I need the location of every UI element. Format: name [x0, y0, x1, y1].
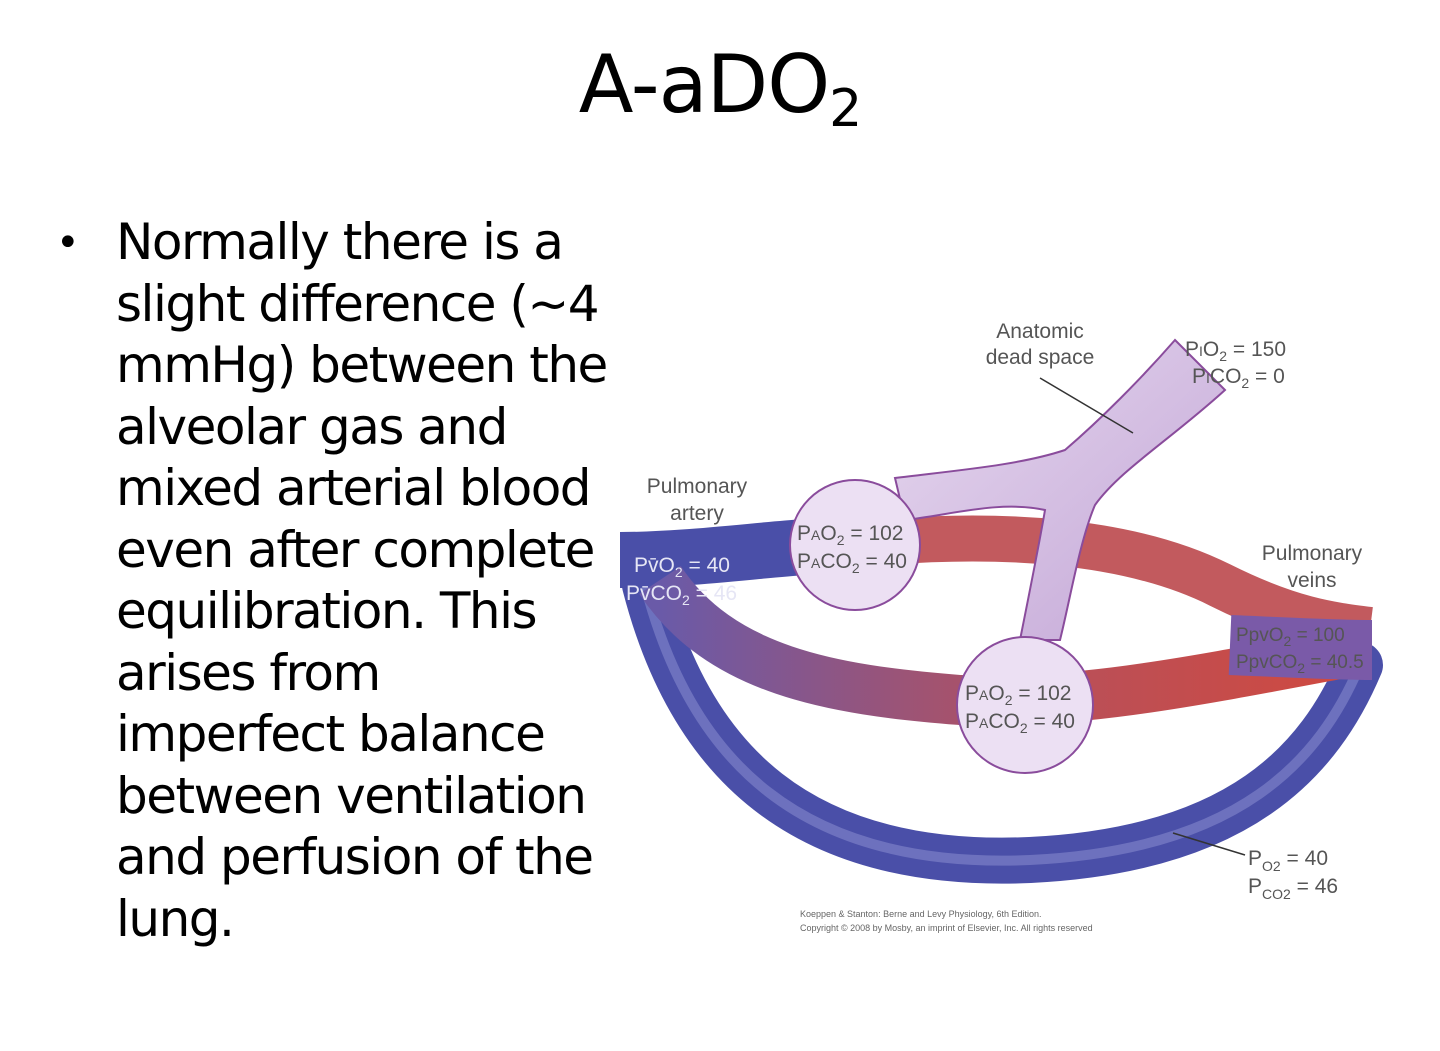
mixed-venous-po2: Pv̄O2 = 40: [634, 554, 730, 580]
pulmonary-veins-label-line2: veins: [1287, 569, 1336, 592]
bullet-line: and perfusion of the: [116, 828, 594, 886]
bullet-line: equilibration. This: [116, 582, 538, 640]
ventilation-perfusion-diagram: Anatomic dead space Pulmonary artery Pul…: [619, 320, 1383, 933]
bullet-line: lung.: [116, 889, 235, 948]
dead-space-label-line2: dead space: [986, 346, 1095, 369]
slide-title: A-aDO2: [578, 38, 863, 139]
pulmonary-artery-label-line1: Pulmonary: [647, 475, 748, 498]
bullet-line: mmHg) between the: [116, 336, 608, 394]
pulmonary-artery-label-line2: artery: [670, 502, 724, 525]
bullet-line: even after complete: [116, 520, 595, 579]
pulmonary-vein-po2: PpvO2 = 100: [1236, 625, 1345, 649]
dead-space-label-line1: Anatomic: [996, 320, 1084, 343]
mixed-venous-pco2: Pv̄CO2 = 46: [626, 582, 737, 608]
airway-tree: [893, 338, 1227, 641]
bullet-line: between ventilation: [116, 766, 587, 825]
pulmonary-vein-pco2: PpvCO2 = 40.5: [1236, 652, 1364, 676]
bullet-marker: •: [56, 220, 80, 266]
shunt-pco2: PCO2 = 46: [1248, 875, 1338, 902]
bullet-line: alveolar gas and: [116, 397, 508, 456]
bullet-text: Normally there is a slight difference (~…: [116, 212, 646, 950]
bullet-line: Normally there is a: [116, 213, 564, 271]
bullet-line: mixed arterial blood: [116, 459, 592, 517]
inspired-pco2: PICO2 = 0: [1192, 365, 1285, 391]
shunt-po2: PO2 = 40: [1248, 847, 1328, 874]
alveolus-lower: [956, 636, 1094, 774]
bullet-line: arises from: [116, 643, 381, 702]
shunt-pointer: [1172, 832, 1246, 856]
pulmonary-veins-label-line1: Pulmonary: [1262, 542, 1363, 565]
bullet-line: slight difference (~4: [116, 274, 600, 333]
inspired-po2: PIO2 = 150: [1185, 338, 1286, 364]
bullet-line: imperfect balance: [116, 705, 546, 763]
pulmonary-vein-vessel: [1228, 615, 1373, 680]
credit-line2: Copyright © 2008 by Mosby, an imprint of…: [800, 923, 1093, 933]
alveolus-upper: [789, 479, 921, 611]
dead-space-pointer: [1039, 377, 1134, 434]
credit-line1: Koeppen & Stanton: Berne and Levy Physio…: [800, 909, 1042, 919]
